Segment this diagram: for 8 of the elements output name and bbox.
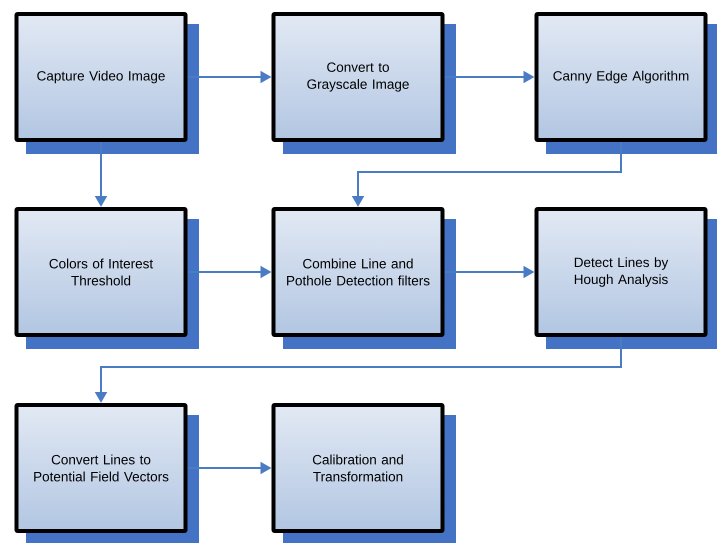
process-box: Detect Lines by Hough Analysis <box>534 207 717 349</box>
process-box: Calibration and Transformation <box>272 403 456 543</box>
process-box: Capture Video Image <box>14 12 199 154</box>
process-box: Canny Edge Algorithm <box>534 12 717 154</box>
process-box: Combine Line and Pothole Detection filters <box>272 207 456 349</box>
process-box: Convert to Grayscale Image <box>272 12 456 154</box>
process-box: Colors of Interest Threshold <box>14 207 199 349</box>
process-box: Convert Lines to Potential Field Vectors <box>14 403 199 543</box>
